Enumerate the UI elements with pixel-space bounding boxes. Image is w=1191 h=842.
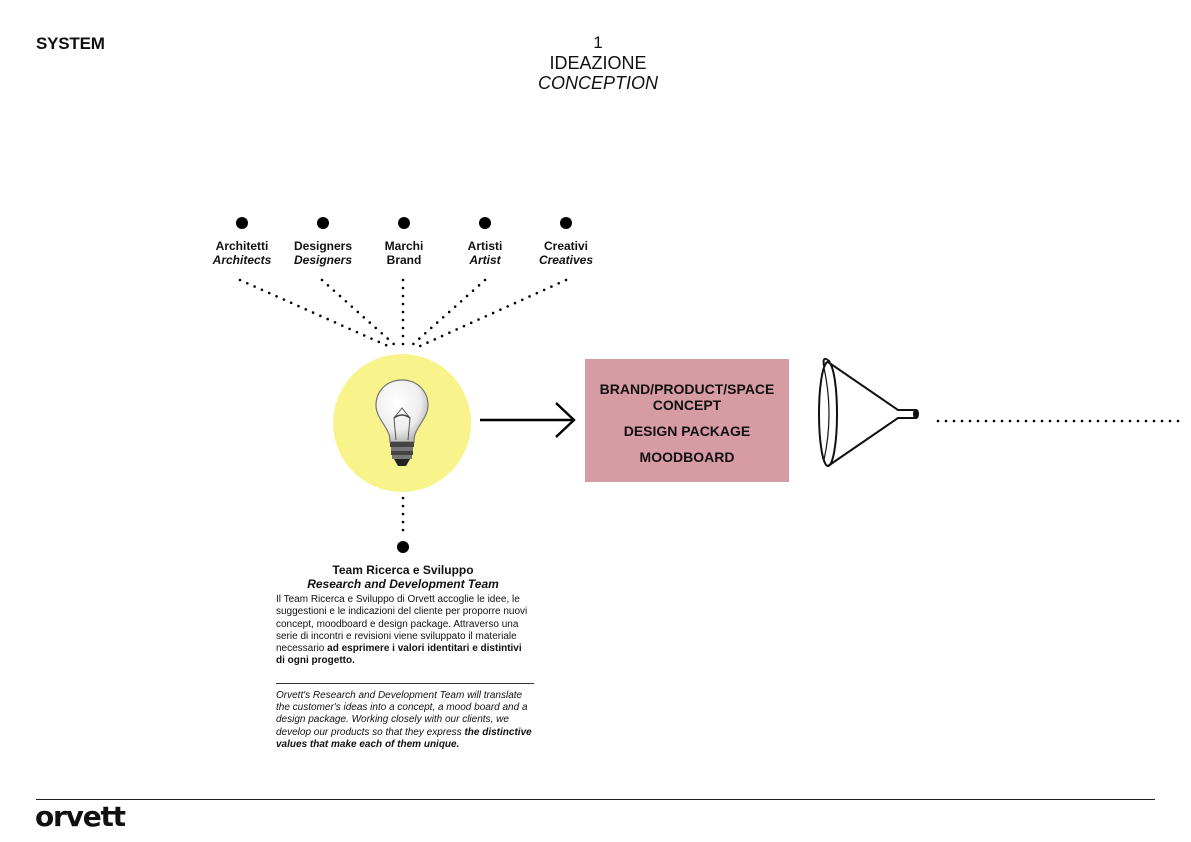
source-label-en: Designers bbox=[293, 253, 353, 267]
source-label-designers: Designers Designers bbox=[268, 239, 378, 267]
team-description-en: Orvett's Research and Development Team w… bbox=[276, 690, 538, 751]
source-dot-designers bbox=[317, 217, 329, 229]
section-label: SYSTEM bbox=[36, 34, 105, 53]
arrow-right-icon bbox=[480, 402, 576, 438]
source-label-it: Artisti bbox=[467, 239, 503, 253]
output-line-design-package: DESIGN PACKAGE bbox=[623, 423, 751, 439]
source-label-it: Architetti bbox=[215, 239, 269, 253]
output-line-moodboard: MOODBOARD bbox=[639, 449, 735, 465]
connector-designers bbox=[320, 278, 398, 348]
page-title: 1 IDEAZIONE CONCEPTION bbox=[500, 33, 696, 93]
team-title-it: Team Ricerca e Sviluppo bbox=[332, 563, 474, 577]
team-title: Team Ricerca e Sviluppo Research and Dev… bbox=[270, 563, 536, 591]
source-label-en: Creatives bbox=[538, 253, 594, 267]
source-label-brand: Marchi Brand bbox=[349, 239, 459, 267]
title-italian: IDEAZIONE bbox=[549, 53, 647, 73]
source-dot-architects bbox=[236, 217, 248, 229]
team-dot bbox=[397, 541, 409, 553]
source-dot-brand bbox=[398, 217, 410, 229]
source-label-architects: Architetti Architects bbox=[187, 239, 297, 267]
source-label-en: Brand bbox=[386, 253, 422, 267]
output-box: BRAND/PRODUCT/SPACE CONCEPT DESIGN PACKA… bbox=[585, 359, 789, 482]
team-title-en: Research and Development Team bbox=[307, 577, 499, 591]
output-line-concept: BRAND/PRODUCT/SPACE bbox=[599, 381, 775, 397]
source-label-en: Artist bbox=[469, 253, 501, 267]
connector-architects bbox=[238, 278, 390, 348]
source-dot-creatives bbox=[560, 217, 572, 229]
source-label-it: Designers bbox=[293, 239, 353, 253]
light-bulb-icon bbox=[375, 379, 429, 466]
source-label-en: Architects bbox=[212, 253, 272, 267]
description-divider bbox=[276, 683, 534, 684]
funnel-icon bbox=[818, 357, 919, 467]
team-desc-it-bold: ad esprimere i valori identitari e disti… bbox=[276, 643, 522, 667]
connector-creatives bbox=[418, 278, 568, 348]
team-description-it: Il Team Ricerca e Sviluppo di Orvett acc… bbox=[276, 594, 532, 668]
source-label-it: Marchi bbox=[384, 239, 424, 253]
step-number: 1 bbox=[593, 33, 603, 52]
team-desc-en-bold: the distinctive values that make each of… bbox=[276, 726, 532, 750]
source-label-artist: Artisti Artist bbox=[430, 239, 540, 267]
source-label-it: Creativi bbox=[543, 239, 589, 253]
title-english: CONCEPTION bbox=[537, 73, 658, 93]
output-line-concept-2: CONCEPT bbox=[652, 397, 722, 413]
connector-artist bbox=[409, 278, 487, 348]
team-desc-en-plain: Orvett's Research and Development Team w… bbox=[276, 690, 528, 738]
source-label-creatives: Creativi Creatives bbox=[511, 239, 621, 267]
footer-divider bbox=[36, 799, 1155, 800]
orvett-logo: orvett bbox=[35, 800, 126, 833]
source-dot-artist bbox=[479, 217, 491, 229]
team-desc-it-plain: Il Team Ricerca e Sviluppo di Orvett acc… bbox=[276, 594, 528, 655]
